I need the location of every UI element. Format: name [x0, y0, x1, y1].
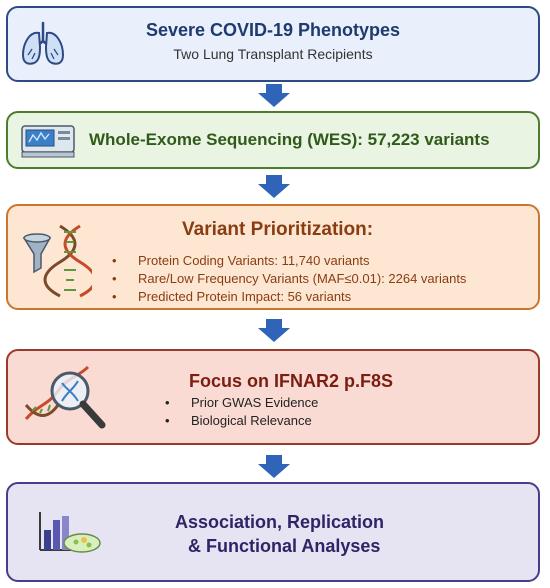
step-4-title: Focus on IFNAR2 p.F8S — [189, 371, 394, 391]
dna-magnifier-icon — [24, 365, 106, 429]
arrow-down-icon — [258, 455, 290, 478]
arrow-down-icon — [258, 84, 290, 107]
step-4-bullet-list: Prior GWAS Evidence Biological Relevance — [163, 394, 318, 430]
step-5-title-line-1: Association, Replication — [175, 512, 385, 532]
bullet-biological-relevance: Biological Relevance — [163, 412, 318, 430]
funnel-dna-icon — [22, 224, 92, 298]
step-5-box: Association, Replication & Functional An… — [6, 482, 540, 582]
step-1-title: Severe COVID-19 Phenotypes — [145, 20, 401, 40]
step-3-box: Variant Prioritization: Protein Coding V… — [6, 204, 540, 310]
bullet-protein-coding: Protein Coding Variants: 11,740 variants — [110, 252, 466, 270]
bullet-rare-variants: Rare/Low Frequency Variants (MAF≤0.01): … — [110, 270, 466, 288]
sequencer-icon — [21, 125, 75, 158]
step-3-title: Variant Prioritization: — [182, 219, 374, 240]
step-2-title: Whole-Exome Sequencing (WES): 57,223 var… — [89, 130, 490, 149]
arrow-down-icon — [258, 319, 290, 342]
bar-chart-petri-icon — [39, 512, 101, 553]
step-1-box: Severe COVID-19 Phenotypes Two Lung Tran… — [6, 6, 540, 82]
step-3-bullet-list: Protein Coding Variants: 11,740 variants… — [110, 252, 466, 306]
step-4-box: Focus on IFNAR2 p.F8S Prior GWAS Evidenc… — [6, 349, 540, 445]
step-5-title-line-2: & Functional Analyses — [188, 536, 381, 556]
bullet-protein-impact: Predicted Protein Impact: 56 variants — [110, 288, 466, 306]
bullet-gwas-evidence: Prior GWAS Evidence — [163, 394, 318, 412]
arrow-down-icon — [258, 175, 290, 198]
lungs-icon — [21, 21, 65, 65]
step-1-subtitle: Two Lung Transplant Recipients — [173, 46, 373, 62]
step-2-box: Whole-Exome Sequencing (WES): 57,223 var… — [6, 111, 540, 169]
